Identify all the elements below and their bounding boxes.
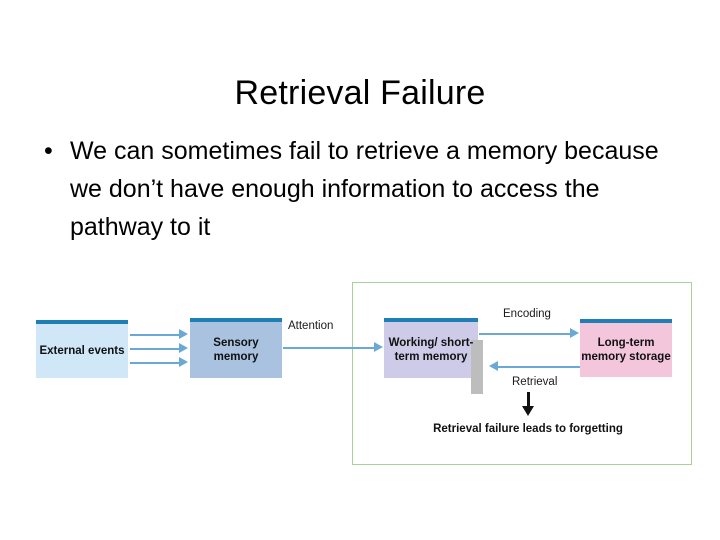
arrow-head-encoding (570, 328, 579, 338)
connector-label-attention: Attention (288, 320, 334, 332)
node-label-long-term-memory: Long-term memory storage (581, 337, 671, 363)
bullet-list: • We can sometimes fail to retrieve a me… (36, 132, 676, 246)
arrow-head-external-to-sensory-1 (179, 329, 188, 339)
node-label-working-memory: Working/ short-term memory (388, 337, 474, 363)
node-top-bar (384, 318, 478, 322)
connector-label-encoding: Encoding (503, 308, 551, 320)
bullet-text: We can sometimes fail to retrieve a memo… (70, 137, 659, 241)
arrow-line-external-to-sensory-3 (130, 362, 180, 364)
arrow-line-retrieval (498, 366, 580, 368)
node-top-bar (190, 318, 282, 322)
node-label-sensory-memory: Sensory memory (213, 337, 259, 363)
diagram-node-long-term-memory-storage: Long-term memory storage (580, 319, 672, 377)
bullet-marker: • (44, 137, 53, 165)
retrieval-block-bar-icon (471, 340, 483, 394)
diagram-node-sensory-memory: Sensory memory (190, 318, 282, 378)
arrow-line-attention (283, 347, 375, 349)
arrow-line-external-to-sensory-2 (130, 348, 180, 350)
node-top-bar (580, 319, 672, 323)
diagram-node-working-short-term-memory: Working/ short-term memory (384, 318, 478, 378)
page-title: Retrieval Failure (234, 73, 486, 112)
node-top-bar (36, 320, 128, 324)
memory-process-diagram: External events Sensory memory Attention… (20, 272, 700, 472)
arrow-head-attention (374, 342, 383, 352)
down-arrow-head-icon (522, 406, 534, 416)
arrow-head-retrieval (489, 361, 498, 371)
connector-label-retrieval: Retrieval (512, 376, 558, 388)
diagram-caption-retrieval-failure: Retrieval failure leads to forgetting (433, 423, 623, 435)
diagram-node-external-events: External events (36, 320, 128, 378)
arrow-line-external-to-sensory-1 (130, 334, 180, 336)
retrieval-failure-highlight-frame (352, 282, 692, 465)
arrow-line-encoding (479, 333, 571, 335)
node-label-external-events: External events (39, 345, 125, 357)
arrow-head-external-to-sensory-2 (179, 343, 188, 353)
down-arrow-stem-icon (527, 392, 530, 408)
list-item: • We can sometimes fail to retrieve a me… (36, 132, 676, 246)
arrow-head-external-to-sensory-3 (179, 357, 188, 367)
